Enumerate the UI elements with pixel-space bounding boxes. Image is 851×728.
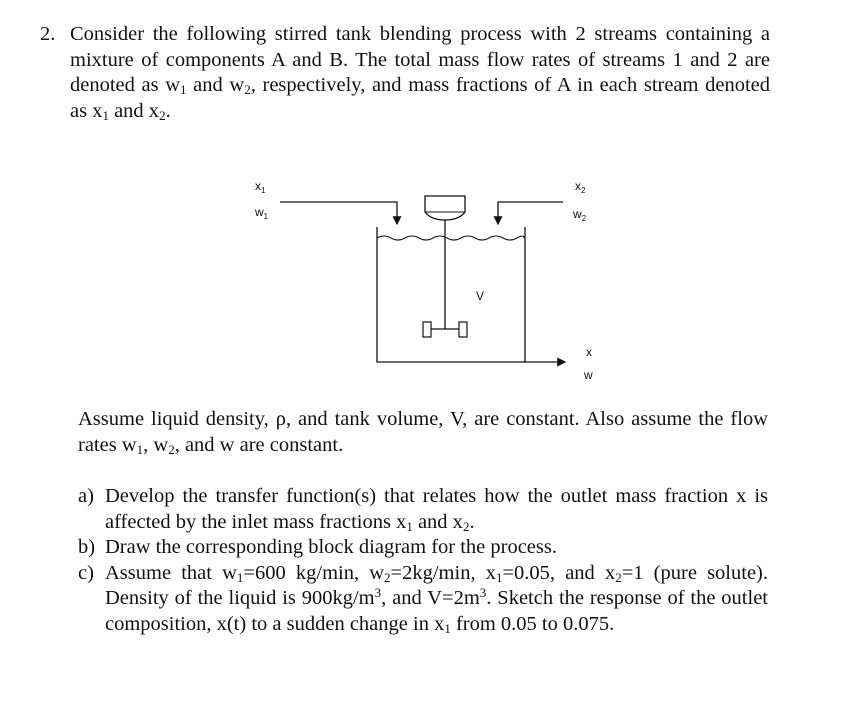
part-c-label: c) bbox=[78, 561, 94, 584]
part-b-text: Draw the corresponding block diagram for… bbox=[105, 536, 557, 558]
impeller-blade-right bbox=[458, 321, 468, 338]
mixer-motor bbox=[424, 195, 466, 221]
part-c: c) Assume that w1=600 kg/min, w2=2kg/min… bbox=[78, 561, 768, 636]
question-parts: a) Develop the transfer function(s) that… bbox=[78, 484, 768, 637]
outlet-x-label: x bbox=[586, 345, 592, 359]
stream1-w-label: w1 bbox=[254, 205, 269, 221]
part-a-label: a) bbox=[78, 485, 94, 507]
part-b-label: b) bbox=[78, 536, 96, 558]
part-b: b) Draw the corresponding block diagram … bbox=[78, 535, 768, 561]
problem-statement: 2. Consider the following stirred tank b… bbox=[40, 22, 770, 124]
problem-number: 2. bbox=[40, 23, 56, 45]
tank-volume-label: V bbox=[476, 289, 484, 303]
liquid-surface bbox=[376, 235, 525, 241]
stream1-x-label: x1 bbox=[255, 179, 266, 195]
stream2-inlet-pipe bbox=[493, 201, 563, 226]
problem-intro: Consider the following stirred tank blen… bbox=[70, 23, 771, 123]
tank-wall bbox=[376, 227, 526, 363]
stirred-tank-diagram: x1 w1 x2 w2 V bbox=[235, 172, 615, 387]
impeller-blade-left bbox=[422, 321, 432, 338]
stream2-w-label: w2 bbox=[572, 207, 587, 223]
stream1-inlet-pipe bbox=[280, 201, 402, 226]
outlet-w-label: w bbox=[583, 368, 593, 382]
stream2-x-label: x2 bbox=[575, 179, 586, 195]
assumptions-paragraph: Assume liquid density, ρ, and tank volum… bbox=[78, 408, 768, 457]
part-a: a) Develop the transfer function(s) that… bbox=[78, 485, 768, 534]
